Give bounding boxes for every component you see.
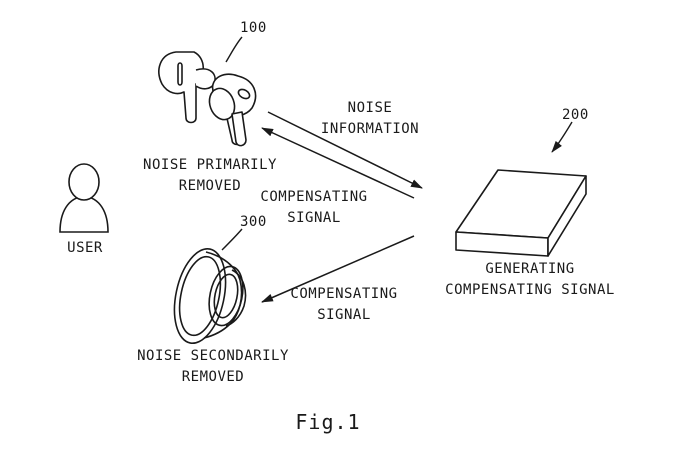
arrow-noise-information — [267, 111, 423, 189]
generator-box-icon — [455, 169, 587, 257]
speaker-label: NOISE SECONDARILY REMOVED — [137, 348, 289, 385]
user-label: USER — [67, 240, 103, 256]
speaker-icon — [173, 247, 247, 345]
earbuds-label: NOISE PRIMARILY REMOVED — [143, 157, 277, 194]
noise-information-label: NOISE INFORMATION — [320, 100, 420, 137]
ref-300-label: 300 — [240, 214, 267, 230]
earbuds-icon — [158, 51, 257, 147]
ref-200-leader — [551, 121, 573, 153]
compensating-signal-upper-label: COMPENSATING SIGNAL — [260, 189, 368, 226]
arrow-compensating-signal-lower — [261, 235, 415, 303]
ref-100-leader — [225, 36, 243, 63]
figure-caption: Fig.1 — [295, 410, 361, 434]
generator-label: GENERATING COMPENSATING SIGNAL — [445, 261, 615, 298]
user-icon — [59, 163, 109, 233]
ref-100-label: 100 — [240, 20, 267, 36]
ref-200-label: 200 — [562, 107, 589, 123]
compensating-signal-lower-label: COMPENSATING SIGNAL — [290, 286, 398, 323]
ref-300-leader — [221, 228, 243, 251]
arrow-compensating-signal-upper — [261, 127, 415, 199]
